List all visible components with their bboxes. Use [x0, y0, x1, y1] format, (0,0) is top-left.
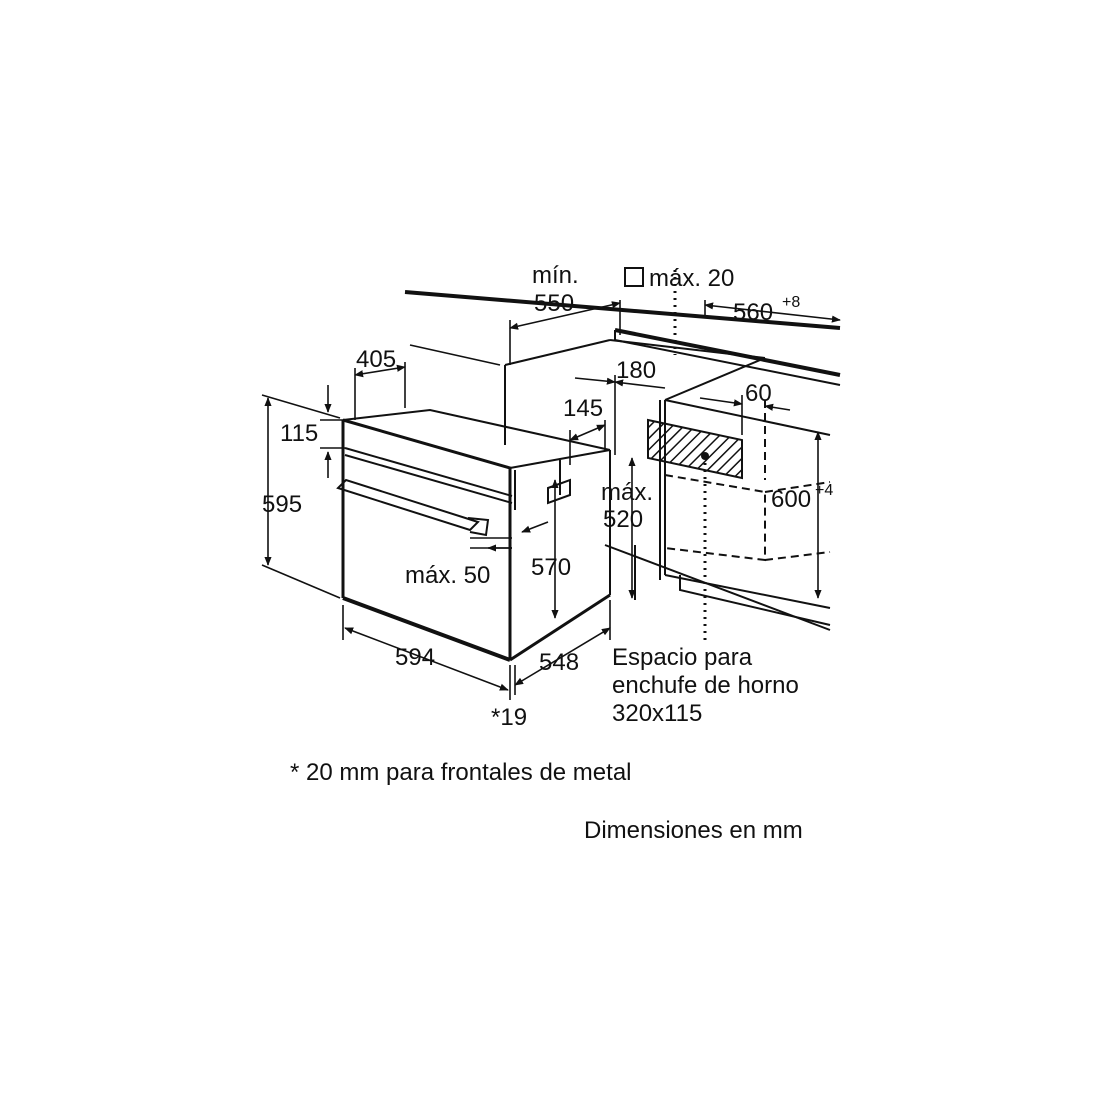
label-min: mín.: [532, 262, 579, 289]
label-60: 60: [745, 380, 772, 407]
label-max: máx.: [601, 479, 653, 506]
label-115: 115: [280, 420, 318, 447]
units-note: Dimensiones en mm: [584, 817, 803, 844]
label-145: 145: [563, 395, 603, 422]
square-symbol: [624, 267, 644, 287]
label-595: 595: [262, 491, 302, 518]
footnote: * 20 mm para frontales de metal: [290, 759, 632, 786]
dimension-labels: mín. 550 máx. 20 560 +8 405 180 60 145 1…: [262, 262, 833, 731]
socket-label-line-1: Espacio para: [612, 644, 753, 671]
label-max20: máx. 20: [649, 265, 734, 292]
label-570: 570: [531, 554, 571, 581]
label-600: 600: [771, 486, 811, 513]
socket-label-line-3: 320x115: [612, 700, 702, 727]
label-560: 560: [733, 299, 773, 326]
label-548: 548: [539, 649, 579, 676]
dimension-lines: [261, 300, 841, 700]
label-180: 180: [616, 357, 656, 384]
label-560-tol: +8: [782, 294, 800, 311]
label-520: 520: [603, 506, 643, 533]
oven-handle: [336, 478, 571, 537]
label-600-tol: +4: [815, 482, 833, 499]
label-19: *19: [491, 704, 527, 731]
label-405: 405: [356, 346, 396, 373]
label-max50: máx. 50: [405, 562, 490, 589]
label-594: 594: [395, 644, 435, 671]
socket-space: [647, 270, 743, 640]
socket-label-line-2: enchufe de horno: [612, 672, 799, 699]
label-550: 550: [534, 290, 574, 317]
